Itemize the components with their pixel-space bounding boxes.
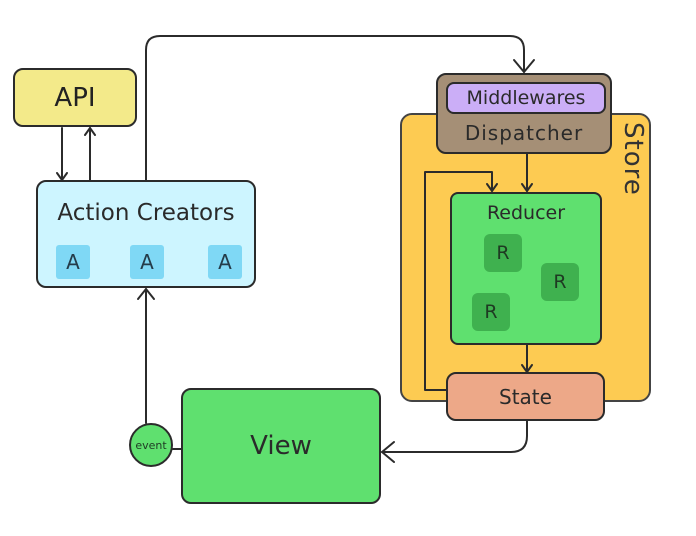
api-label: API bbox=[54, 82, 96, 113]
reducer-chip: R bbox=[484, 234, 522, 272]
dispatcher-label: Dispatcher bbox=[464, 121, 584, 145]
view-node: View bbox=[181, 388, 381, 504]
reducer-node: Reducer R R R bbox=[450, 192, 602, 345]
state-label: State bbox=[499, 384, 552, 409]
middlewares-label: Middlewares bbox=[466, 87, 586, 109]
reducer-chip: R bbox=[541, 263, 579, 301]
arrow-action-creators-to-dispatcher bbox=[145, 35, 525, 181]
state-node: State bbox=[446, 372, 605, 421]
action-creators-label: Action Creators bbox=[57, 200, 235, 226]
reducer-chip: R bbox=[472, 293, 510, 331]
reducer-label: Reducer bbox=[486, 202, 566, 224]
store-label: Store bbox=[618, 122, 648, 196]
api-node: API bbox=[13, 68, 137, 127]
action-chip: A bbox=[208, 245, 242, 279]
view-label: View bbox=[250, 431, 312, 461]
event-node: event bbox=[129, 423, 173, 467]
action-chip: A bbox=[56, 245, 90, 279]
arrow-state-to-reducer bbox=[424, 171, 493, 391]
arrow-state-to-view bbox=[381, 420, 528, 453]
action-creators-node: Action Creators A A A bbox=[36, 180, 256, 288]
action-chip: A bbox=[130, 245, 164, 279]
event-label: event bbox=[135, 438, 167, 452]
middlewares-node: Middlewares bbox=[446, 82, 606, 114]
